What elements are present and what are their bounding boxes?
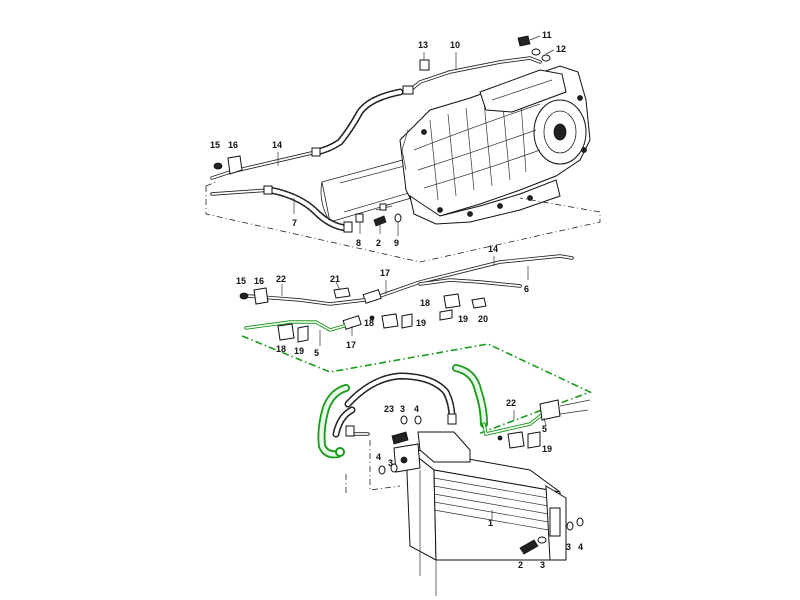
part-12-washer: [531, 48, 541, 56]
callout-23: 23: [384, 404, 394, 414]
callout-19-left: 19: [294, 346, 304, 356]
upper-boundary-frame: [205, 186, 601, 263]
callout-7: 7: [292, 218, 297, 228]
callout-4-right: 4: [578, 542, 583, 552]
part-11-bolt: [517, 35, 531, 47]
callout-21: 21: [330, 274, 340, 284]
part-18-clamp: [443, 293, 461, 309]
callout-17-lower: 17: [346, 340, 356, 350]
callout-15-mid: 15: [236, 276, 246, 286]
callout-20: 20: [478, 314, 488, 324]
callout-16: 16: [228, 140, 238, 150]
callout-labels: 13 10 11 12 15 16 14 7 8 2 9 14 6 15 16 …: [210, 30, 583, 570]
part-13-fitting: [419, 59, 430, 71]
callout-3-mid: 3: [388, 458, 393, 468]
callout-12: 12: [556, 44, 566, 54]
callout-13: 13: [418, 40, 428, 50]
part-16-clamp: [227, 155, 243, 175]
lower-boundary-frame: [369, 440, 401, 491]
leader-lines: [277, 35, 555, 520]
callout-18-center: 18: [364, 318, 374, 328]
part-20-plate: [471, 297, 487, 309]
callout-4-mid: 4: [376, 452, 381, 462]
callout-2-bottom: 2: [518, 560, 523, 570]
callout-11: 11: [542, 30, 552, 40]
callout-16-mid: 16: [254, 276, 264, 286]
callout-2: 2: [376, 238, 381, 248]
part-8: [355, 213, 364, 223]
callout-18-right: 18: [420, 298, 430, 308]
callout-1: 1: [488, 518, 493, 528]
lower-fasteners: [277, 323, 584, 555]
part-19-bracket: [439, 309, 453, 321]
callout-17: 17: [380, 268, 390, 278]
callout-6: 6: [524, 284, 529, 294]
callout-5-right: 5: [542, 424, 547, 434]
oil-cooler: [393, 399, 591, 596]
part-9-washer: [394, 213, 402, 223]
callout-22-right: 22: [506, 398, 516, 408]
callout-9: 9: [394, 238, 399, 248]
upper-oil-lines: [210, 35, 551, 233]
part-2-bolt: [373, 215, 387, 227]
transmission-housing: [320, 65, 591, 225]
middle-oil-lines: [239, 254, 574, 330]
part-23-fitting: [391, 431, 409, 445]
callout-22-mid: 22: [276, 274, 286, 284]
part-2-bottom-bolt: [519, 539, 539, 555]
part-17-union: [362, 289, 382, 304]
callout-19-center: 19: [416, 318, 426, 328]
callout-15: 15: [210, 140, 220, 150]
callout-8: 8: [356, 238, 361, 248]
callout-14-mid: 14: [488, 244, 498, 254]
callout-10: 10: [450, 40, 460, 50]
part-15-nut: [213, 162, 223, 170]
callout-3-right: 3: [566, 542, 571, 552]
callout-14: 14: [272, 140, 282, 150]
callout-18-left: 18: [276, 344, 286, 354]
callout-3-upper: 3: [400, 404, 405, 414]
lower-hoses: [332, 372, 457, 438]
callout-3-bottom: 3: [540, 560, 545, 570]
callout-19-right: 19: [458, 314, 468, 324]
part-21-plate: [333, 287, 351, 299]
callout-5-left: 5: [314, 348, 319, 358]
callout-4-upper: 4: [414, 404, 419, 414]
callout-19-lower-right: 19: [542, 444, 552, 454]
